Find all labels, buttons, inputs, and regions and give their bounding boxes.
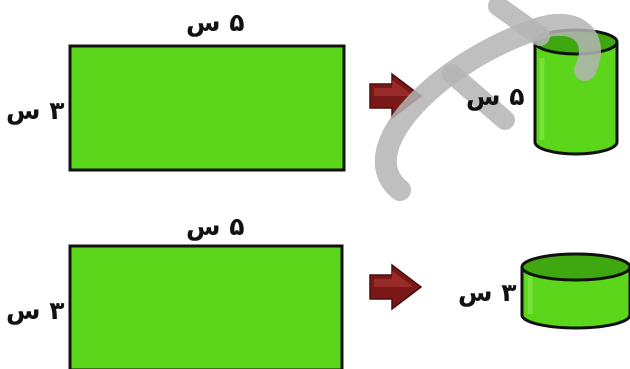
arrow-bottom (370, 265, 421, 309)
rectangle-top (70, 46, 344, 170)
rectangle-bottom (70, 246, 342, 369)
cylinder-short (522, 254, 630, 328)
rectangle-bottom-height-label: ۳ س (6, 298, 64, 323)
cylinder-tall (535, 30, 617, 154)
rectangle-bottom-width-label: ۵ س (186, 214, 244, 239)
cylinder-tall-height-label: ۵ س (466, 84, 524, 109)
rectangle-top-width-label: ۵ س (186, 10, 244, 35)
rectangle-top-height-label: ۳ س (6, 98, 64, 123)
cylinder-short-height-label: ۳ س (458, 280, 516, 305)
